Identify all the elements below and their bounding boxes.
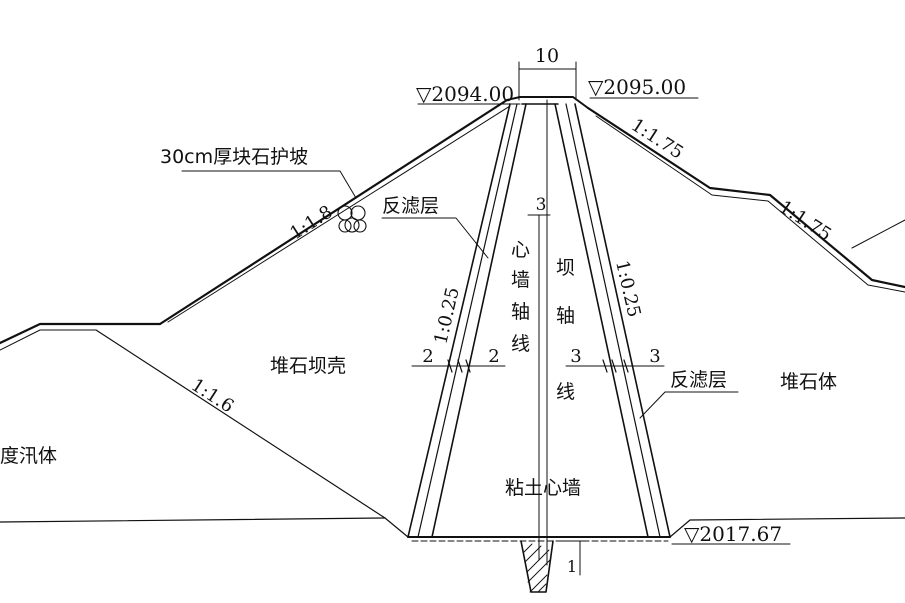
riprap-leader: [181, 170, 357, 199]
dam-axis-char: 坝: [556, 257, 575, 279]
upstream-filter-leader: [381, 217, 489, 259]
dam-axis-char: 线: [556, 381, 575, 403]
upstream-filter-left-label: 2: [422, 346, 433, 367]
cutoff-trench: [520, 540, 554, 593]
cofferdam-crest: [0, 322, 162, 345]
dam-axis-label: 坝 轴 线: [556, 257, 575, 403]
downstream-body-leader: [851, 219, 905, 249]
core-upstream-face: [431, 103, 527, 538]
downstream-filter-outer: [574, 103, 671, 538]
crest-line: [506, 96, 589, 109]
upstream-filter-label: 反滤层: [382, 195, 439, 217]
downstream-crest-elevation-label: ▽2095.00: [588, 75, 686, 99]
downstream-filter-leader: [639, 391, 739, 419]
crest-dimension-line: [518, 61, 577, 101]
core-top-width-label: 3: [536, 195, 547, 215]
ground-line-right: [669, 517, 905, 538]
downstream-filter-ticks: [602, 359, 629, 373]
downstream-lower-slope-label: 1:1.75: [775, 197, 835, 246]
cofferdam-slope-label: 1:1.6: [187, 375, 237, 418]
downstream-crest-elevation: ▽2095.00: [588, 75, 699, 99]
cofferdam-crest-inner: [0, 329, 97, 351]
downstream-slope-inner: [595, 115, 905, 293]
core-downstream-face: [554, 103, 649, 538]
cutoff-depth-label: 1: [567, 557, 577, 576]
downstream-filter-mid: [565, 103, 661, 538]
crest-width-label: 10: [535, 45, 559, 67]
core-axis-char: 心: [511, 239, 530, 261]
clay-core-label: 粘土心墙: [505, 477, 581, 499]
upstream-crest-elevation: ▽2094.00: [416, 82, 521, 106]
downstream-body-label: 堆石体: [780, 371, 837, 393]
upstream-filter-ticks: [447, 359, 471, 373]
upstream-shell-slope: [158, 98, 509, 326]
cofferdam-label: 度汛体: [0, 445, 57, 467]
ground-line-left: [0, 517, 409, 538]
riprap-label: 30cm厚块石护坡: [160, 146, 308, 168]
upstream-shell-slope-label: 1:1.8: [286, 201, 336, 244]
foundation-elevation: ▽2017.67: [671, 522, 791, 546]
dam-axis-char: 轴: [556, 305, 575, 327]
cofferdam-slope-line: [95, 329, 386, 519]
upstream-crest-elevation-label: ▽2094.00: [416, 82, 514, 106]
riprap-stones-icon: [337, 205, 367, 233]
upstream-filter-mid: [417, 103, 518, 538]
upstream-shell-label: 堆石坝壳: [270, 355, 346, 377]
foundation-elevation-label: ▽2017.67: [684, 522, 782, 546]
upstream-filter-outer: [407, 103, 511, 538]
cutoff-depth-dimension: [559, 540, 586, 576]
upstream-filter-right-label: 2: [488, 346, 499, 367]
upstream-shell-slope-inner: [167, 105, 511, 323]
core-axis-char: 轴: [511, 301, 530, 323]
core-axis-char: 墙: [511, 269, 530, 291]
downstream-filter-label: 反滤层: [670, 369, 727, 391]
downstream-filter-left-label: 3: [570, 346, 581, 367]
core-axis-label: 心 墙 轴 线: [511, 239, 530, 355]
downstream-slope: [586, 106, 905, 289]
core-axis-char: 线: [511, 333, 530, 355]
downstream-filter-right-label: 3: [649, 346, 660, 367]
core-upstream-slope-label: 1:0.25: [430, 285, 463, 346]
